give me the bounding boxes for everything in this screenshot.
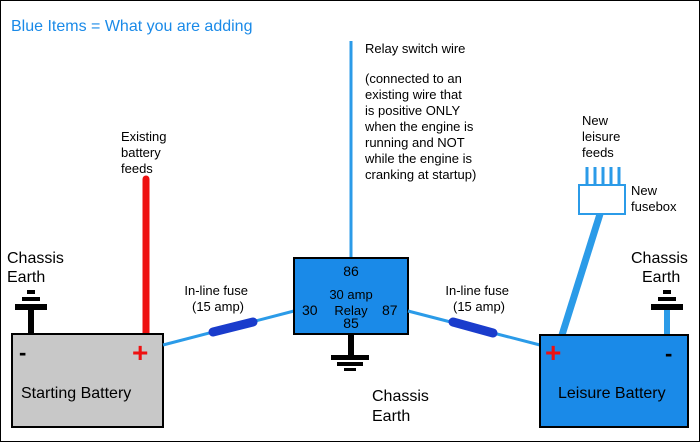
right-fuse-label: In-line fuse (15 amp) xyxy=(445,283,512,314)
new-leisure-feeds-label: New leisure feeds xyxy=(582,113,624,160)
relay-name: Relay xyxy=(334,303,368,318)
existing-feeds-label: Existing battery feeds xyxy=(121,129,170,176)
new-fusebox xyxy=(578,184,626,215)
leisure-battery-label: Leisure Battery xyxy=(558,385,666,402)
relay-rating: 30 amp xyxy=(329,287,372,302)
new-leisure-feed-wires xyxy=(585,167,621,185)
right-inline-fuse xyxy=(448,317,498,338)
relay-pin-87: 87 xyxy=(382,302,398,318)
chassis-earth-right-label: Chassis Earth xyxy=(631,250,692,286)
starting-battery-positive: + xyxy=(132,337,148,368)
starting-battery: - + Starting Battery xyxy=(11,333,164,428)
relay-pin-85: 85 xyxy=(343,315,359,331)
fusebox-feed-wire xyxy=(558,212,604,337)
left-inline-fuse xyxy=(208,317,258,337)
relay-pin-86: 86 xyxy=(343,263,359,279)
earth-symbol-left xyxy=(15,290,47,334)
earth-symbol-right xyxy=(651,290,683,310)
starting-battery-label: Starting Battery xyxy=(21,385,131,402)
chassis-earth-left-label: Chassis Earth xyxy=(7,250,68,286)
relay-switch-wire-notes: (connected to an existing wire that is p… xyxy=(364,71,477,182)
relay: 86 30 amp 30 Relay 87 85 xyxy=(293,257,409,335)
leisure-battery-negative: - xyxy=(665,341,672,366)
new-fusebox-label: New fusebox xyxy=(631,183,677,214)
leisure-battery: + - Leisure Battery xyxy=(539,334,689,428)
relay-pin-30: 30 xyxy=(302,302,318,318)
earth-symbol-relay xyxy=(331,334,369,371)
left-fuse-label: In-line fuse (15 amp) xyxy=(184,283,251,314)
leisure-battery-positive: + xyxy=(545,337,561,368)
chassis-earth-relay-label: Chassis Earth xyxy=(372,388,433,425)
starting-battery-negative: - xyxy=(19,340,26,365)
relay-switch-wire-title: Relay switch wire xyxy=(365,41,465,56)
legend-text: Blue Items = What you are adding xyxy=(11,18,252,35)
